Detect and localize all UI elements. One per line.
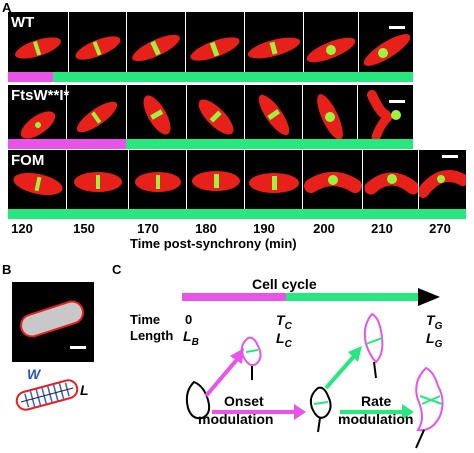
fom-frame <box>128 150 186 210</box>
wt-frame <box>303 12 358 72</box>
rate-label: Rate <box>361 393 392 409</box>
lb-label: LB <box>183 328 199 348</box>
time-axis-label: Time post-synchrony (min) <box>130 236 297 251</box>
cycle-green-bar <box>286 293 420 301</box>
time-tick: 170 <box>137 221 159 236</box>
ftsw-frame <box>126 85 186 145</box>
panel-label-a: A <box>2 0 12 15</box>
cell-cycle-label: Cell cycle <box>252 276 317 292</box>
tc-label: TC <box>276 312 292 332</box>
strain-label-ftsw: FtsW**I* <box>11 87 70 104</box>
wt-frame <box>185 12 244 72</box>
fom-frame <box>302 150 362 210</box>
t0-label: 0 <box>185 312 193 327</box>
tg-label: TG <box>426 312 443 332</box>
length-label: L <box>80 382 89 398</box>
panelb-cell-diagram <box>10 366 100 416</box>
time-tick: 150 <box>73 221 95 236</box>
fom-frame <box>418 150 466 210</box>
panelb-micrograph <box>12 282 94 362</box>
rate-label-2: modulation <box>338 411 414 427</box>
ftsw-frame <box>186 85 244 145</box>
ftsw-frame <box>244 85 302 145</box>
fom-frame <box>244 150 302 210</box>
scale-bar <box>389 26 405 29</box>
wt-frame <box>244 12 303 72</box>
time-row-label: Time <box>130 312 161 327</box>
panel-label-b: B <box>2 262 12 277</box>
fom-green-bar <box>8 209 466 219</box>
time-tick: 270 <box>429 221 451 236</box>
ftsw-frame <box>66 85 126 145</box>
time-tick: 180 <box>195 221 217 236</box>
width-label: W <box>27 366 41 382</box>
cycle-magenta-bar <box>182 293 286 301</box>
onset-label-2: modulation <box>198 411 274 427</box>
ftsw-frame <box>8 85 66 145</box>
wt-magenta-bar <box>8 72 53 82</box>
lg-label: LG <box>426 330 443 350</box>
time-tick: 120 <box>11 221 33 236</box>
model-diagram <box>185 312 444 449</box>
time-tick: 190 <box>253 221 275 236</box>
wt-frame <box>126 12 185 72</box>
onset-label: Onset <box>224 393 264 409</box>
time-tick: 210 <box>371 221 393 236</box>
wt-frame <box>8 12 68 72</box>
cycle-arrowhead-icon <box>418 288 440 306</box>
wt-strip: WT <box>8 12 413 72</box>
fom-frame <box>66 150 128 210</box>
fom-frame <box>8 150 66 210</box>
ftsw-green-bar <box>126 139 413 149</box>
ftsw-strip: FtsW**I* <box>8 85 413 145</box>
ftsw-frame <box>357 85 413 145</box>
wt-frame <box>358 12 413 72</box>
wt-frame <box>68 12 126 72</box>
fom-strip: FOM <box>8 150 466 210</box>
ftsw-magenta-bar <box>8 139 126 149</box>
panel-label-c: C <box>112 262 122 277</box>
wt-green-bar <box>53 72 413 82</box>
ftsw-frame <box>302 85 357 145</box>
length-row-label: Length <box>130 328 174 343</box>
scale-bar <box>442 155 458 158</box>
fom-frame <box>362 150 418 210</box>
fom-frame <box>186 150 244 210</box>
scale-bar <box>389 100 405 103</box>
lc-label: LC <box>276 330 292 350</box>
time-tick: 200 <box>313 221 335 236</box>
strain-label-wt: WT <box>11 14 35 31</box>
strain-label-fom: FOM <box>11 152 45 169</box>
